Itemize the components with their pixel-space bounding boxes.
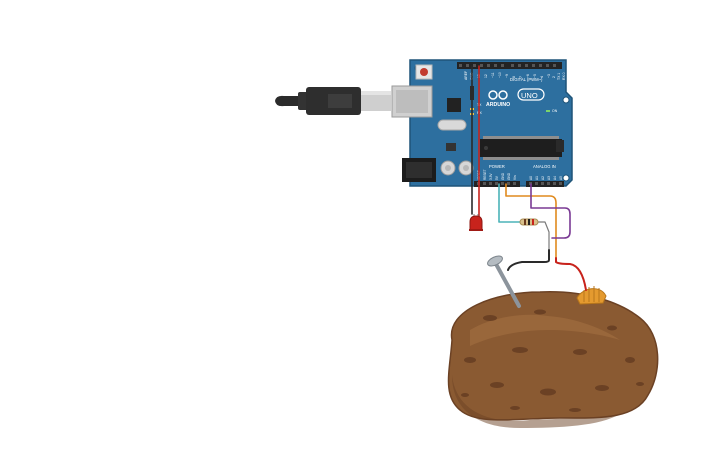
pin-label: 7 [519,76,523,78]
digital-header-label: DIGITAL (PWM~) [510,77,543,82]
pin-label: ~5 [533,74,537,78]
pin-label: 2 [552,76,556,78]
potato-icon[interactable] [447,291,659,428]
usb-plug-metal-shine [361,91,391,95]
resistor-lead [537,221,550,251]
arduino-logo-icon [488,90,508,100]
pin-label: A3 [547,176,551,180]
pin-label: ~10 [498,72,502,78]
analog-header-label: ANALOG IN [533,164,556,169]
reset-button-cap [420,68,428,76]
digital-header-holes [459,64,556,67]
pin-label: 8 [512,76,516,78]
resistor-band [528,219,530,225]
pin-label: ~11 [491,72,495,78]
nail-head [487,255,503,267]
aref-pin-label: AREF [464,71,468,80]
dc-power-jack-inner [406,162,432,178]
wire-orange[interactable] [505,183,557,263]
pin-label: RESET [483,169,487,180]
resistor-band [532,219,534,225]
wire-black-nail[interactable] [507,249,550,271]
resistor-band [524,219,526,225]
usb-cable[interactable] [275,87,391,115]
pin-label: RX 0 [562,72,566,80]
resistor-icon[interactable] [519,218,539,226]
analog-pin-header[interactable] [526,181,564,187]
model-label: UNO [521,91,538,100]
wires [471,65,587,291]
icsp-header [556,140,564,152]
usb-strain-relief [298,92,308,110]
pin-label: Vin [513,175,517,180]
capacitor-top [463,165,469,171]
led-dome [469,215,483,231]
copper-coil-body [576,288,607,305]
copper-coil-ridges [583,286,600,302]
pin-label: 4 [540,76,544,78]
wire-purple-a0[interactable] [530,183,571,239]
pin-label: ~9 [505,74,509,78]
wire-red-copper[interactable] [555,257,587,291]
atmega-microcontroller [480,139,562,157]
usb-cable-end [275,95,300,107]
pin-label: A1 [535,176,539,180]
capacitor-top [445,165,451,171]
usb-plug-grip [328,94,352,108]
pin-label: A0 [529,176,533,180]
pin-label: A2 [541,176,545,180]
pin-label: GND [507,172,511,180]
pin-label: 5V [495,175,499,180]
copper-coil-icon[interactable] [576,286,607,305]
voltage-regulator [446,143,456,151]
nail-shaft [494,262,521,308]
led-base [469,229,483,231]
potato-body [447,291,659,421]
brand-label: ARDUINO [486,102,510,108]
arduino-uno-board[interactable]: ARDUINO UNO DIGITAL (PWM~) POWER ANALOG … [391,59,573,187]
potato-spots [461,309,644,412]
mounting-hole [562,174,570,182]
digital-pin-header[interactable] [457,62,562,69]
wire-teal-5v[interactable] [498,183,521,223]
pin-label: A5 [559,176,563,180]
usb-interface-chip [447,98,461,112]
on-label: ON [552,109,558,113]
usb-b-port-inner [396,90,428,113]
pin-label: A4 [553,176,557,180]
pin-label: 3.3V [489,173,493,180]
microcontroller-pins [483,136,559,160]
pin-label: GND [501,172,505,180]
pin-label: TX 1 [557,73,561,80]
nail-icon[interactable] [486,254,521,308]
chip-notch [484,146,488,150]
pin-label: 12 [484,74,488,78]
power-header-label: POWER [489,164,505,169]
pin-label: ~3 [547,74,551,78]
uno-badge [517,88,545,101]
led-icon[interactable] [469,214,483,231]
usb-plug-metal [361,91,391,111]
on-led [546,110,550,112]
mounting-hole [562,96,570,104]
potato-highlight [470,314,620,346]
crystal-oscillator [437,119,467,131]
pin-label: ~6 [526,74,530,78]
